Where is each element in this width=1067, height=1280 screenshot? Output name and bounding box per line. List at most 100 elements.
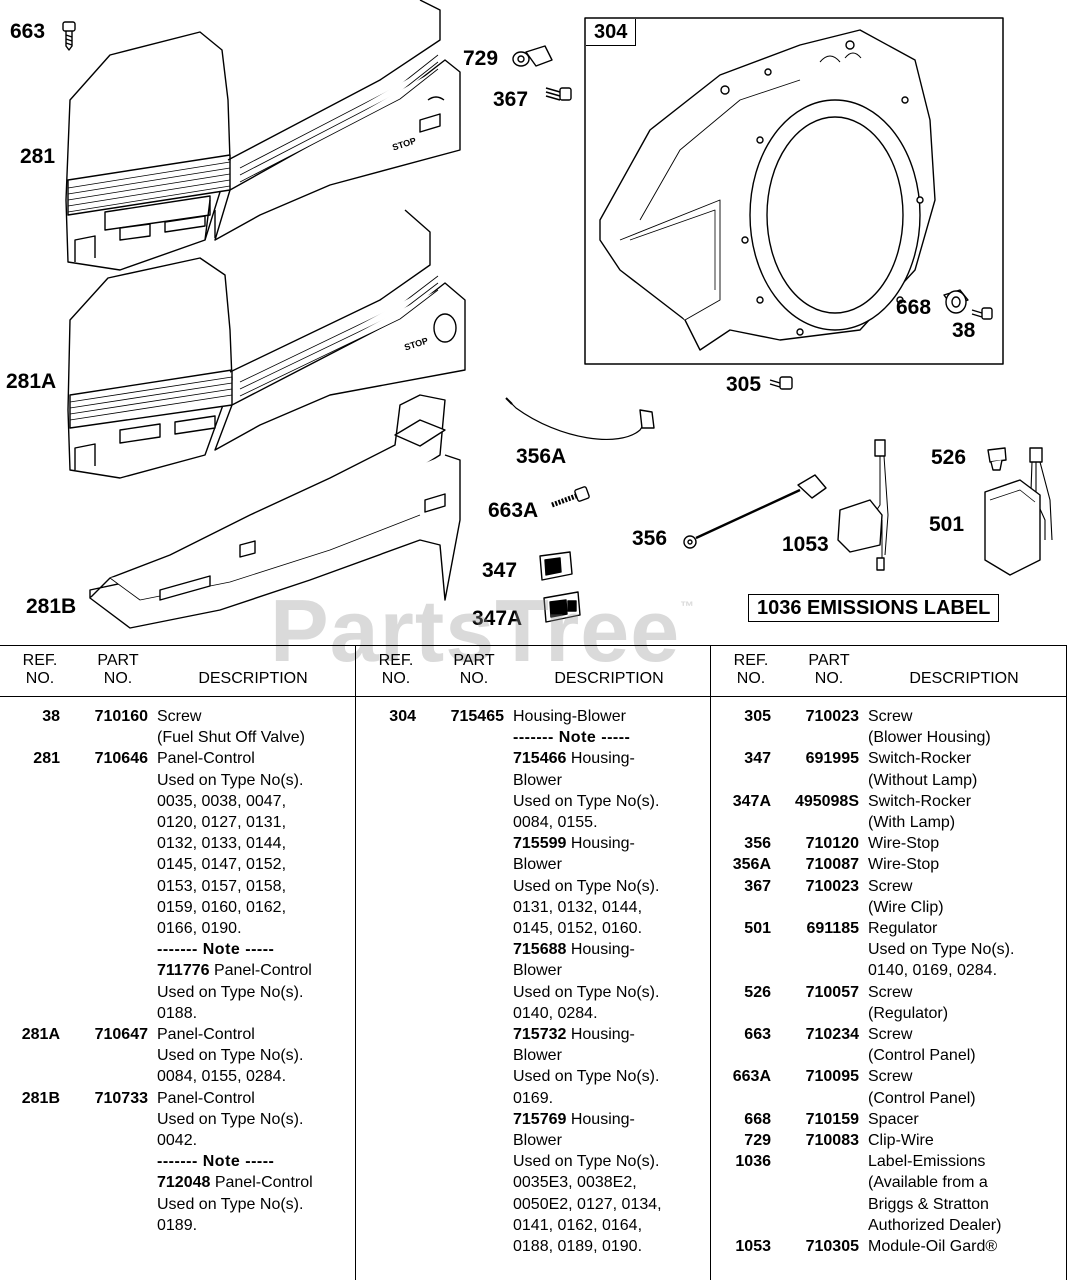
alt-part-no: 715466 — [513, 750, 567, 768]
part-347a-switch — [543, 591, 581, 623]
description-line: Screw — [868, 877, 913, 895]
alt-part-no: 715732 — [513, 1026, 567, 1044]
description-line: (Fuel Shut Off Valve) — [157, 729, 305, 747]
part-no: 710160 — [94, 708, 148, 725]
part-281b-control-panel — [89, 394, 461, 629]
ref-no: 356A — [732, 856, 771, 874]
description-line: Clip-Wire — [868, 1132, 934, 1150]
description-line: Blower — [513, 1132, 562, 1150]
part-663-screw — [62, 21, 76, 51]
callout-347: 347 — [482, 559, 518, 582]
description-line: Module-Oil Gard® — [868, 1238, 998, 1256]
description-line: Used on Type No(s). — [157, 1195, 304, 1213]
watermark-text: PartsTree — [270, 581, 681, 680]
description: Screw(Fuel Shut Off Valve) — [148, 706, 355, 748]
column-header: REF.NO. PART NO. DESCRIPTION — [356, 652, 711, 697]
ref-no: 367 — [744, 877, 771, 895]
description-line: Switch-Rocker — [868, 750, 972, 768]
header-ref-line1: REF. — [378, 652, 414, 669]
description-line: Used on Type No(s). — [513, 877, 660, 895]
part-no: 710647 — [94, 1026, 148, 1044]
description-line: Blower — [513, 1047, 562, 1065]
alt-part-no: 715769 — [513, 1110, 567, 1128]
diagram-drawing — [62, 0, 1053, 629]
alt-part-no: 715599 — [513, 835, 567, 853]
part-no: 710646 — [94, 750, 148, 768]
header-part-line1: PART — [808, 652, 850, 669]
callout-281b: 281B — [26, 595, 77, 618]
header-part-line1: PART — [97, 652, 139, 669]
description-line: 0042. — [157, 1132, 198, 1150]
header-description: DESCRIPTION — [554, 670, 664, 687]
header-ref-line1: REF. — [733, 652, 769, 669]
callout-663: 663 — [10, 20, 46, 43]
callout-281a: 281A — [6, 370, 57, 393]
description: Screw (Wire Clip) — [859, 876, 1066, 918]
ref-no: 356 — [744, 835, 771, 853]
ref-no: 304 — [389, 708, 416, 725]
alt-part-no: 711776 — [157, 962, 210, 980]
part-no: 710234 — [805, 1026, 859, 1044]
watermark-tm: ™ — [680, 598, 696, 614]
description-line: (Wire Clip) — [868, 898, 944, 916]
part-356-wire — [683, 474, 827, 549]
header-part-line2: NO. — [814, 670, 844, 687]
ref-no: 281 — [33, 750, 60, 768]
description-line: Blower — [513, 771, 562, 789]
description-line: Used on Type No(s). — [157, 1110, 304, 1128]
description-line: Used on Type No(s). — [513, 1068, 660, 1086]
parts-row-356a: 356A 710087 Wire-Stop — [711, 854, 1066, 875]
description-line: Used on Type No(s). — [868, 941, 1015, 959]
header-ref: REF.NO. — [721, 652, 781, 688]
description-line: Used on Type No(s). — [513, 792, 660, 810]
description-line: Used on Type No(s). — [157, 771, 304, 789]
callout-1053: 1053 — [782, 533, 829, 556]
header-ref: REF.NO. — [366, 652, 426, 688]
description: Housing-Blower------- Note -----715466 H… — [504, 706, 711, 1257]
ref-no: 305 — [744, 708, 771, 725]
part-no: 710087 — [805, 856, 859, 874]
description-line: Used on Type No(s). — [513, 1153, 660, 1171]
ref-no: 663 — [744, 1026, 771, 1044]
description: Wire-Stop — [859, 833, 1066, 854]
description-line: 0120, 0127, 0131, — [157, 814, 287, 832]
part-no: 710733 — [94, 1089, 148, 1107]
part-281-control-panel — [65, 0, 461, 271]
ref-no: 729 — [744, 1132, 771, 1150]
description-line: Regulator — [868, 920, 938, 938]
description-line: Wire-Stop — [868, 856, 940, 874]
description-line: Blower — [513, 856, 562, 874]
description: Switch-Rocker(Without Lamp) — [859, 748, 1066, 790]
callout-501: 501 — [929, 513, 965, 536]
callout-668: 668 — [896, 296, 932, 319]
description-line: (Control Panel) — [868, 1047, 976, 1065]
callout-347a: 347A — [472, 607, 523, 630]
note-separator: ------- Note ----- — [157, 1153, 275, 1171]
part-305-screw — [769, 376, 793, 390]
ref-no: 347 — [744, 750, 771, 768]
alt-part-line: 715466 Housing- — [513, 750, 635, 768]
description-line: 0145, 0152, 0160. — [513, 920, 643, 938]
part-no: 715465 — [450, 708, 504, 725]
header-part-line1: PART — [453, 652, 495, 669]
header-ref-line2: NO. — [381, 670, 411, 687]
ref-no: 668 — [744, 1110, 771, 1128]
part-367-screw — [545, 87, 572, 101]
description-line: 0188. — [157, 1004, 198, 1022]
description-line: Screw — [868, 1068, 913, 1086]
